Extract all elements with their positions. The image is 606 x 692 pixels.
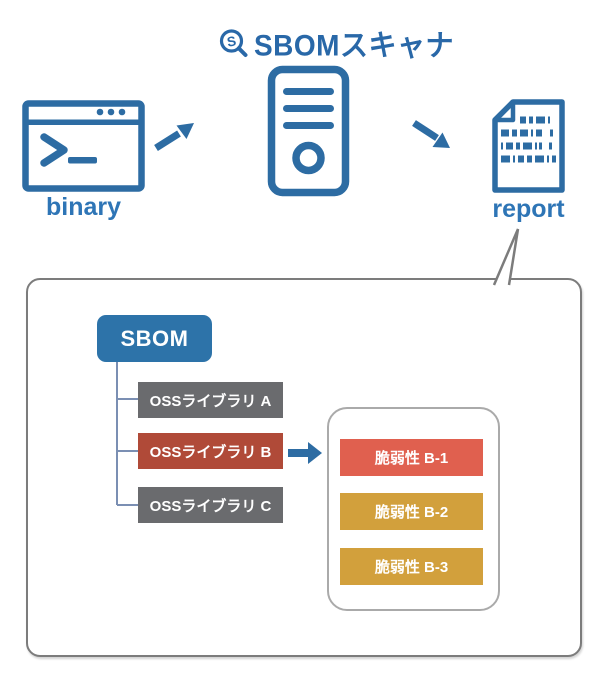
vulnerability-b2: 脆弱性 B-2 [340, 493, 483, 530]
oss-library-c-node: OSSライブラリ C [138, 487, 283, 523]
arrow-right-icon [288, 442, 322, 464]
callout-tail [492, 228, 520, 286]
binary-label: binary [45, 193, 122, 221]
svg-text:S: S [226, 33, 237, 49]
logo-title: SBOMスキャナ [254, 29, 455, 62]
sbom-root-node: SBOM [97, 315, 212, 362]
report-document-icon [492, 99, 565, 193]
arrow-up-right-icon [154, 123, 194, 151]
server-icon [267, 65, 350, 197]
sbom-scanner-logo: S SBOMスキャナ [218, 24, 454, 64]
oss-library-a-node: OSSライブラリ A [138, 382, 283, 418]
report-label: report [492, 195, 565, 223]
magnifier-s-icon: S [219, 29, 248, 57]
vulnerability-b3: 脆弱性 B-3 [340, 548, 483, 585]
arrow-down-right-icon [412, 120, 450, 148]
oss-library-b-node: OSSライブラリ B [138, 433, 283, 469]
vulnerability-b1: 脆弱性 B-1 [340, 439, 483, 476]
terminal-window-icon [22, 100, 145, 192]
tree-connector-lines [116, 361, 139, 506]
